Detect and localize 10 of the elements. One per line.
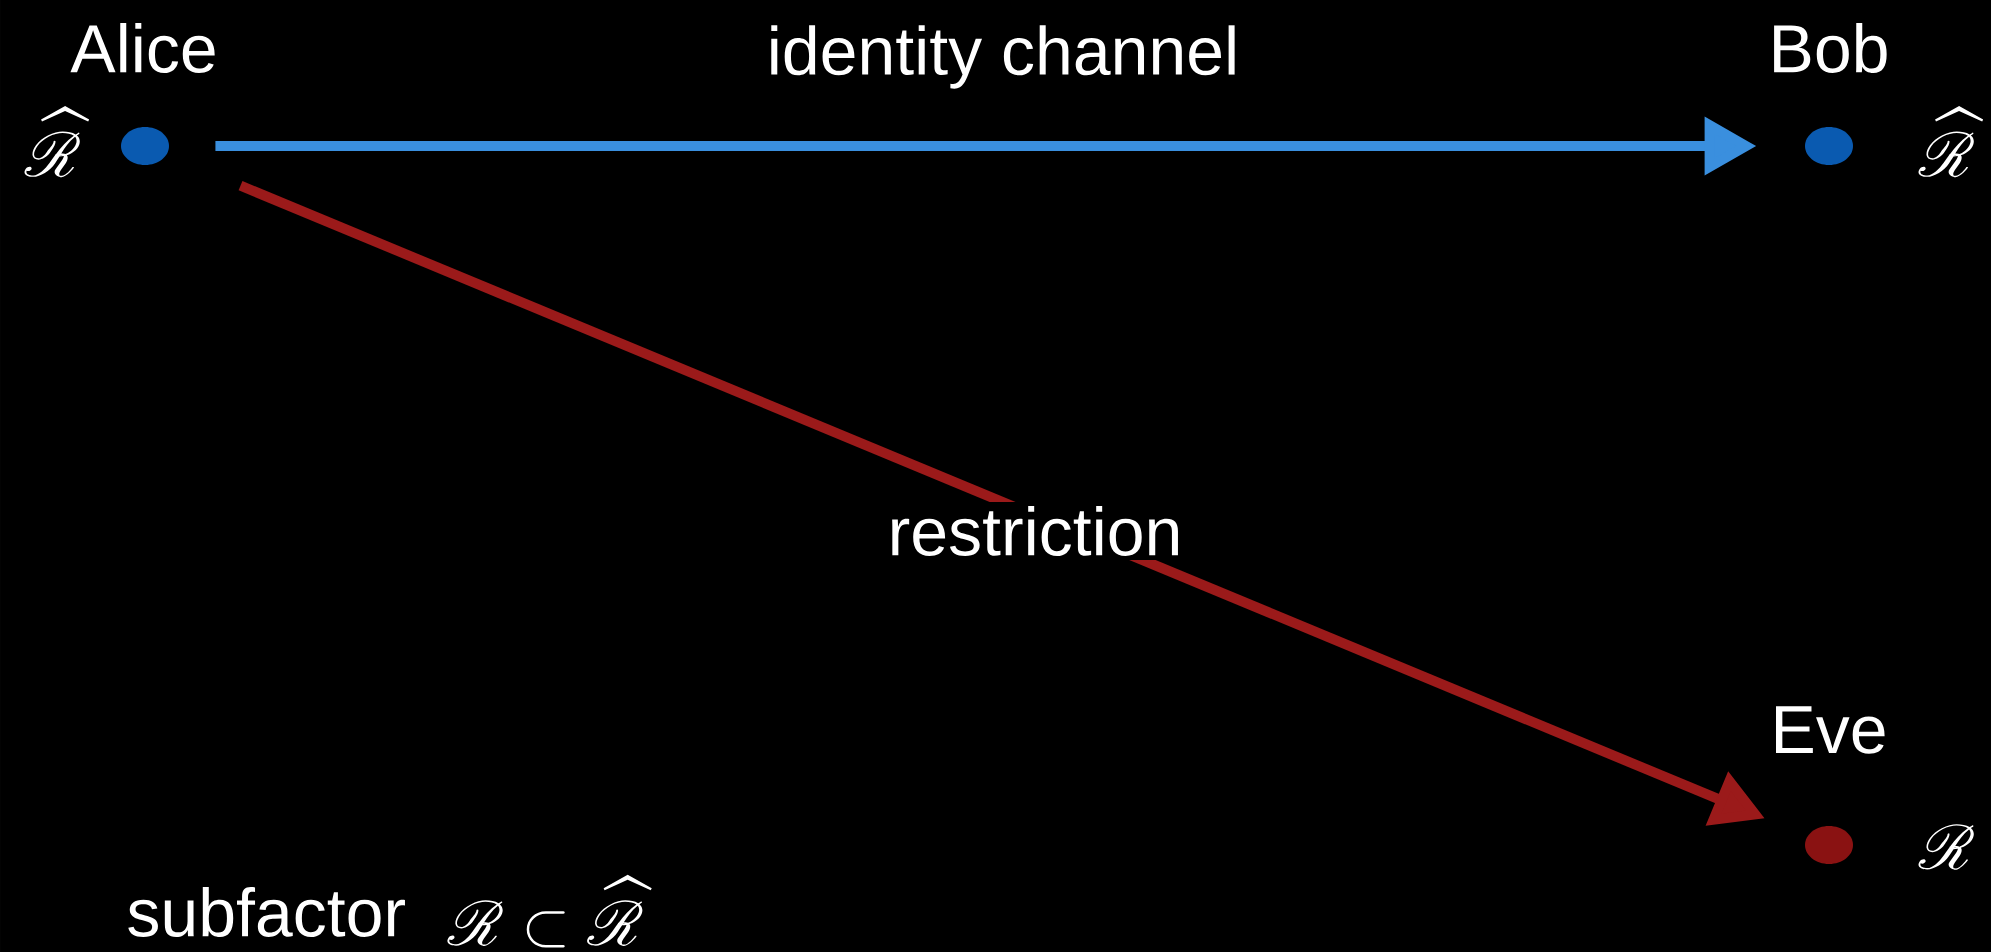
edge-label: restriction xyxy=(883,502,1187,560)
formula: $\mathscr{R} \subset \widehat{\mathscr{R}}$ xyxy=(447,874,652,948)
node-label: Bob xyxy=(1774,23,1887,73)
algebra-symbol: $\widehat{\mathscr{R}}$ xyxy=(24,106,90,178)
algebra-symbol: $\widehat{\mathscr{R}}$ xyxy=(1918,106,1984,178)
caption: subfactor xyxy=(128,887,405,937)
edge-label: identity channel xyxy=(771,25,1235,89)
node-label: Alice xyxy=(70,23,215,73)
algebra-symbol: $\mathscr{R}$ xyxy=(1918,824,1974,870)
node-label: Eve xyxy=(1776,706,1885,754)
